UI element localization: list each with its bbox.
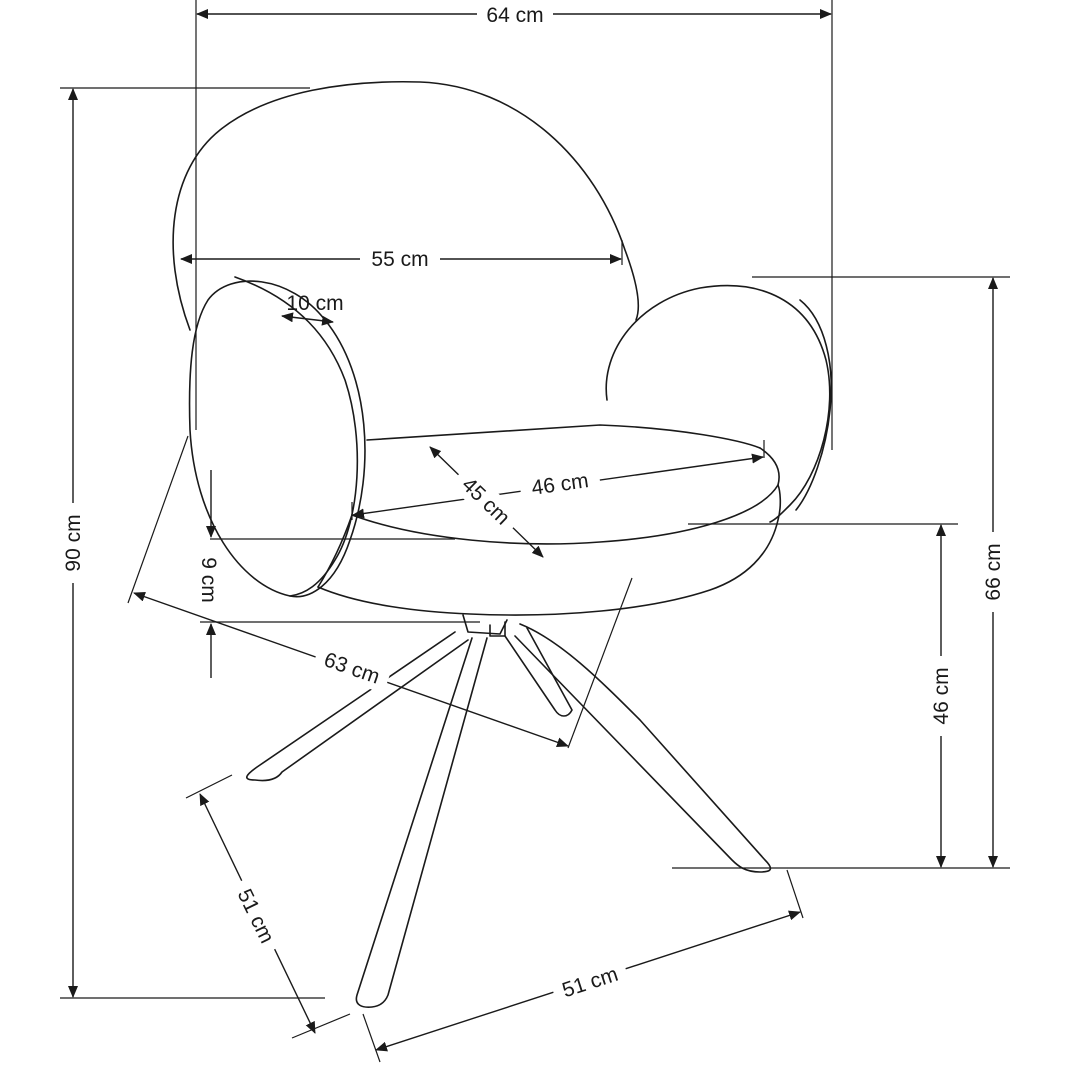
- label-overall-height: 90 cm: [62, 514, 85, 571]
- right-armrest-back-edge: [795, 299, 833, 511]
- right-armrest: [605, 284, 831, 523]
- label-seat-thickness: 9 cm: [197, 557, 220, 603]
- label-seat-height: 46 cm: [930, 667, 953, 724]
- leg-back-right: [514, 623, 772, 873]
- swivel-hub: [462, 614, 508, 635]
- backrest-shell: [172, 80, 640, 331]
- label-overall-width: 64 cm: [486, 4, 543, 27]
- label-armrest-thickness: 10 cm: [286, 292, 343, 315]
- label-seat-back-width: 55 cm: [371, 248, 428, 271]
- dimension-labels: 64 cm 55 cm 10 cm 45 cm 46 cm 90 cm 66 c…: [59, 2, 1007, 1008]
- dimension-lines: [68, 9, 998, 1052]
- seat-side-left: [317, 514, 353, 588]
- extension-lines: [60, 0, 1010, 1063]
- leg-front-left: [246, 631, 469, 782]
- leg-back-center: [504, 627, 573, 717]
- left-armrest: [188, 280, 366, 598]
- dim-armrest-thickness-line: [281, 312, 334, 326]
- leg-front-center: [355, 637, 488, 1008]
- seat-underside: [317, 484, 782, 616]
- seat-top: [366, 424, 761, 449]
- label-armrest-height: 66 cm: [982, 543, 1005, 600]
